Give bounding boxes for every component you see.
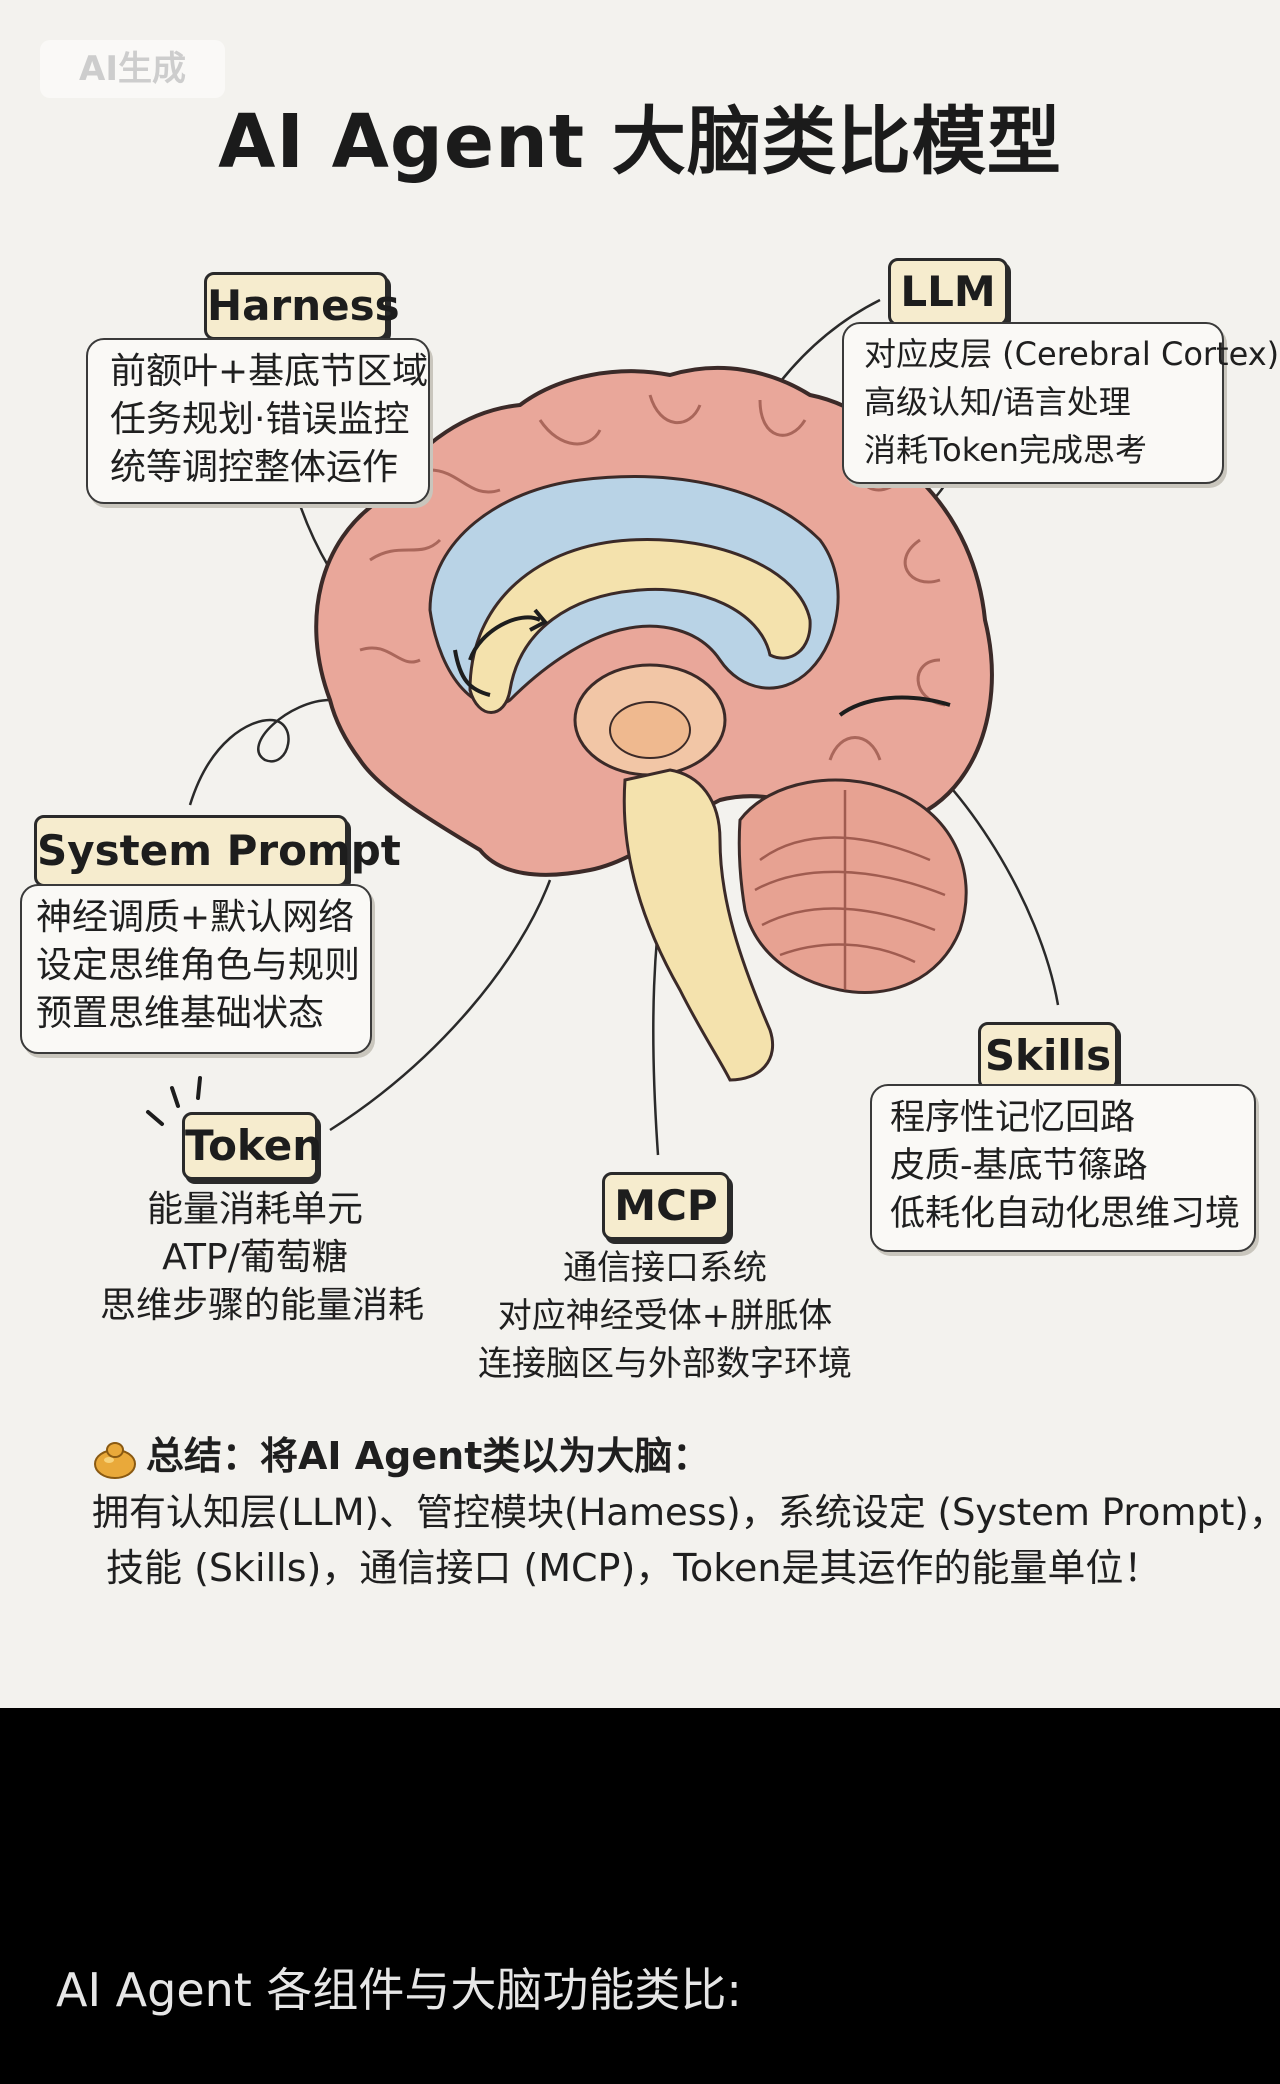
summary-heading: 总结：将AI Agent类以为大脑： <box>92 1430 1202 1482</box>
summary-line-1: 拥有认知层(LLM)、管控模块(Hamess)，系统设定 (System Pro… <box>92 1491 1280 1534</box>
llm-line-3: 消耗Token完成思考 <box>864 431 1148 469</box>
system-prompt-tag: System Prompt <box>34 815 401 887</box>
llm-line-1: 对应皮层 (Cerebral Cortex) <box>864 335 1280 373</box>
corpus-callosum <box>468 538 812 714</box>
token-line-2: ATP/葡萄糖 <box>162 1237 348 1278</box>
ai-generated-watermark: AI生成 <box>40 40 225 98</box>
llm-line-2: 高级认知/语言处理 <box>864 383 1131 421</box>
skills-line-2: 皮质-基底节篠路 <box>890 1146 1148 1186</box>
token-line-3: 思维步骤的能量消耗 <box>100 1285 425 1326</box>
summary-line-2: 技能 (Skills)，通信接口 (MCP)，Token是其运作的能量单位！ <box>106 1546 1162 1590</box>
harness-card: 前额叶+基底节区域 任务规划·错误监控 统等调控整体运作 <box>86 338 430 504</box>
token-tag: Token <box>182 1112 322 1180</box>
brain-illustration <box>146 298 1060 1156</box>
skills-card: 程序性记忆回路 皮质-基底节篠路 低耗化自动化思维习境 <box>870 1084 1256 1252</box>
llm-card: 对应皮层 (Cerebral Cortex) 高级认知/语言处理 消耗Token… <box>842 322 1279 484</box>
harness-tag: Harness <box>204 272 400 340</box>
harness-line-2: 任务规划·错误监控 <box>110 399 410 440</box>
poster: AI生成 AI Agent 大脑类比模型 <box>0 0 1280 1708</box>
mcp-line-2: 对应神经受体+胼胝体 <box>497 1296 833 1336</box>
system-prompt-line-3: 预置思维基础状态 <box>36 993 325 1034</box>
summary: 总结：将AI Agent类以为大脑： 拥有认知层(LLM)、管控模块(Hames… <box>92 1430 1280 1596</box>
token-text: 能量消耗单元 ATP/葡萄糖 思维步骤的能量消耗 <box>100 1186 425 1330</box>
summary-title: 总结：将AI Agent类以为大脑： <box>146 1434 711 1478</box>
skills-tag: Skills <box>978 1022 1118 1090</box>
system-prompt-card: 神经调质+默认网络 设定思维角色与规则 预置思维基础状态 <box>20 884 372 1054</box>
mcp-tag: MCP <box>602 1172 730 1240</box>
llm-tag: LLM <box>888 258 1008 326</box>
bell-icon <box>94 1441 136 1479</box>
harness-line-1: 前额叶+基底节区域 <box>110 351 429 392</box>
system-prompt-connector <box>188 698 331 806</box>
mcp-line-1: 通信接口系统 <box>563 1248 767 1288</box>
system-prompt-line-2: 设定思维角色与规则 <box>36 945 361 986</box>
brainstem <box>622 768 775 1082</box>
harness-line-3: 统等调控整体运作 <box>110 447 399 488</box>
skills-line-1: 程序性记忆回路 <box>890 1098 1136 1138</box>
page-title: AI Agent 大脑类比模型 <box>218 99 1062 185</box>
caption-text: AI Agent 各组件与大脑功能类比: <box>56 1963 742 2017</box>
mcp-line-3: 连接脑区与外部数字环境 <box>478 1344 852 1384</box>
mcp-text: 通信接口系统 对应神经受体+胼胝体 连接脑区与外部数字环境 <box>470 1244 860 1388</box>
cerebellum <box>737 778 968 994</box>
token-emphasis-marks <box>146 1076 202 1126</box>
midbrain-core <box>609 701 691 759</box>
token-connector <box>329 879 552 1132</box>
token-line-1: 能量消耗单元 <box>146 1189 363 1230</box>
system-prompt-line-1: 神经调质+默认网络 <box>36 897 355 938</box>
skills-line-3: 低耗化自动化思维习境 <box>890 1194 1241 1234</box>
